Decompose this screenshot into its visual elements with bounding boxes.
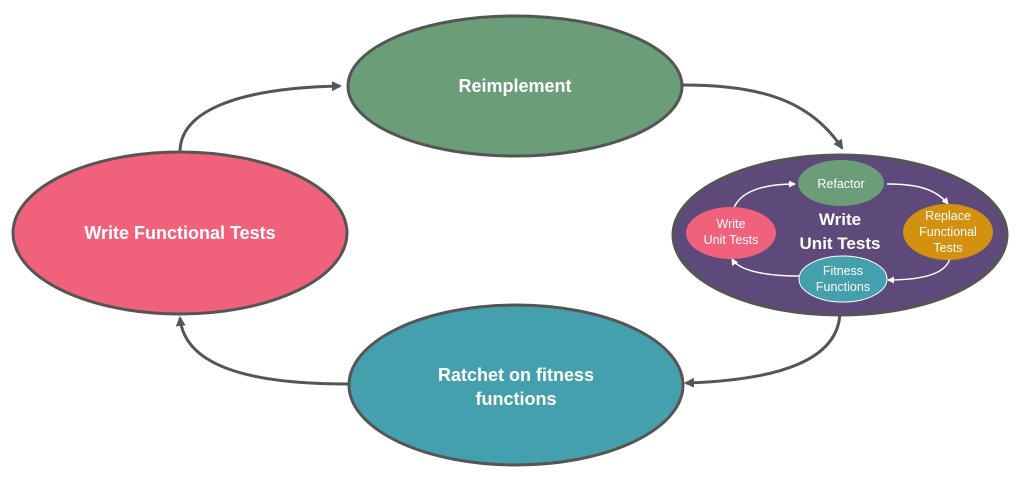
node-ratchet-label-line2: functions <box>476 389 557 409</box>
inner-arrow-refactor-to-replace <box>886 183 949 205</box>
node-write-unit-tests-label-line2: Unit Tests <box>800 234 881 253</box>
inner-node-fitness-functions: Fitness Functions <box>798 255 888 303</box>
node-write-functional-tests: Write Functional Tests <box>11 150 349 316</box>
inner-arrow-write-to-refactor <box>732 180 796 211</box>
inner-arrow-fitness-to-write <box>731 258 801 277</box>
inner-node-replace-functional-tests: Replace Functional Tests <box>903 204 993 260</box>
inner-arrow-replace-to-fitness <box>887 257 951 284</box>
node-reimplement-shape <box>346 14 684 158</box>
node-reimplement-label: Reimplement <box>458 76 571 96</box>
node-write-unit-tests-label-line1: Write <box>819 210 861 229</box>
inner-node-write-unit-tests: Write Unit Tests <box>686 207 776 259</box>
inner-node-write-unit-tests-shape <box>686 207 776 259</box>
arrow-ratchet-to-functional <box>175 316 349 386</box>
inner-node-replace-functional-tests-line3: Tests <box>933 241 962 255</box>
inner-node-fitness-functions-shape <box>798 255 888 303</box>
inner-node-write-unit-tests-line2: Unit Tests <box>704 233 759 247</box>
node-write-functional-tests-label: Write Functional Tests <box>84 223 275 243</box>
arrow-unit-tests-to-ratchet <box>684 312 842 388</box>
inner-node-refactor: Refactor <box>798 160 884 206</box>
node-ratchet-shape <box>347 303 685 467</box>
inner-node-replace-functional-tests-line2: Functional <box>919 225 977 239</box>
node-ratchet-label-line1: Ratchet on fitness <box>438 365 594 385</box>
inner-node-write-unit-tests-line1: Write <box>717 217 746 231</box>
inner-node-fitness-functions-line2: Functions <box>816 280 870 294</box>
node-write-unit-tests-shape <box>671 153 1009 317</box>
node-reimplement: Reimplement <box>346 14 684 158</box>
arrow-reimplement-to-unit-tests <box>682 83 844 150</box>
inner-node-fitness-functions-line1: Fitness <box>823 264 863 278</box>
node-write-functional-tests-shape <box>11 150 349 316</box>
node-write-unit-tests: Refactor Write Unit Tests Replace Functi… <box>671 153 1009 317</box>
inner-node-replace-functional-tests-line1: Replace <box>925 209 971 223</box>
inner-node-refactor-label: Refactor <box>817 177 864 191</box>
arrow-functional-to-reimplement <box>178 81 342 153</box>
node-ratchet: Ratchet on fitness functions <box>347 303 685 467</box>
inner-node-replace-functional-tests-shape <box>903 204 993 260</box>
inner-node-refactor-shape <box>798 160 884 206</box>
